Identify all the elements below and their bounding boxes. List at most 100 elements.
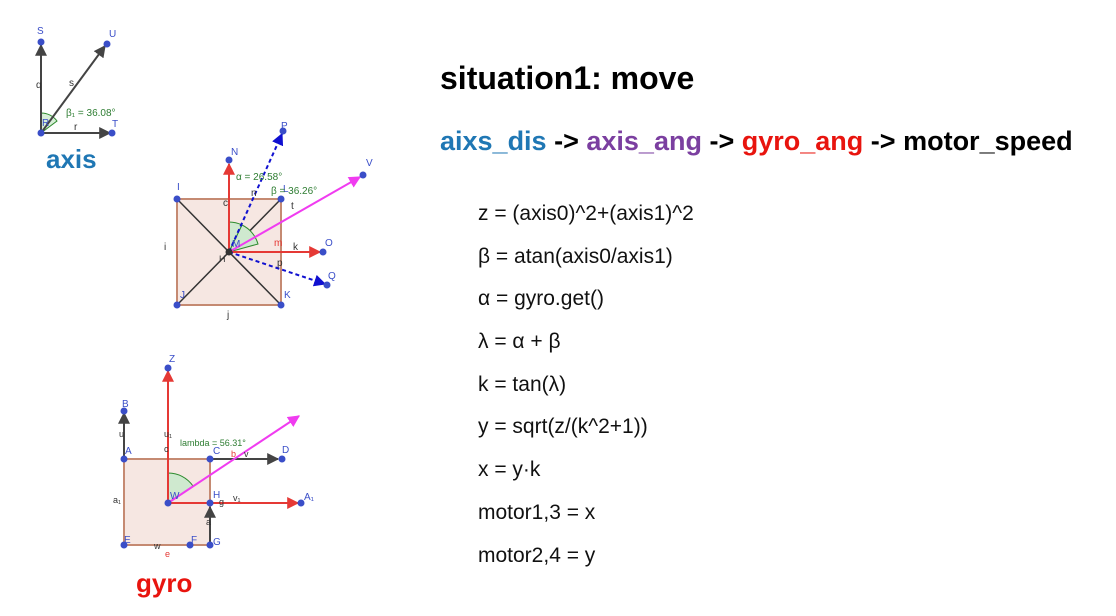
label-w-side: w bbox=[153, 541, 161, 551]
label-e-side: e bbox=[165, 549, 170, 559]
label-e: E bbox=[124, 535, 131, 546]
label-d: D bbox=[282, 445, 289, 456]
point-w bbox=[164, 499, 172, 507]
label-r-vector: r bbox=[74, 122, 78, 133]
point-r bbox=[37, 129, 45, 137]
pipeline-item-motor-speed: motor_speed bbox=[903, 126, 1073, 156]
geometry-diagrams: S U R T q s r β₁ = 36.08° N P V I L J bbox=[35, 26, 373, 559]
label-a-vector: a bbox=[206, 517, 211, 527]
label-a: A bbox=[125, 446, 132, 457]
label-i: I bbox=[177, 182, 180, 193]
label-u: U bbox=[109, 29, 116, 40]
pipeline-arrow: -> bbox=[870, 126, 896, 156]
label-w: W bbox=[170, 491, 180, 502]
vector-t bbox=[228, 176, 362, 253]
label-v: V bbox=[366, 158, 373, 169]
equation-line: z = (axis0)^2+(axis1)^2 bbox=[478, 202, 694, 225]
label-a1: A₁ bbox=[304, 492, 315, 503]
point-v bbox=[359, 171, 367, 179]
label-t: T bbox=[112, 119, 118, 130]
point-g bbox=[206, 541, 214, 549]
label-n: N bbox=[231, 147, 238, 158]
angle-lambda-label: lambda = 56.31° bbox=[180, 438, 246, 448]
point-n bbox=[225, 156, 233, 164]
label-u: u bbox=[119, 429, 124, 439]
point-e bbox=[120, 541, 128, 549]
label-c: c bbox=[223, 198, 228, 209]
label-q: Q bbox=[328, 271, 336, 282]
point-b bbox=[120, 407, 128, 415]
equation-line: x = y·k bbox=[478, 458, 541, 482]
label-a1-side: a₁ bbox=[113, 495, 121, 505]
equation-line: β = atan(axis0/axis1) bbox=[478, 244, 673, 268]
point-f bbox=[186, 541, 194, 549]
label-z: Z bbox=[169, 354, 175, 365]
point-k bbox=[277, 301, 285, 309]
point-l bbox=[277, 195, 285, 203]
label-b-vector: b bbox=[231, 449, 236, 459]
pipeline-item-aixs-dis: aixs_dis bbox=[440, 126, 547, 156]
point-t bbox=[108, 129, 116, 137]
label-v1: v₁ bbox=[233, 493, 241, 503]
point-z bbox=[164, 364, 172, 372]
label-q: q bbox=[36, 80, 42, 91]
vector-n bbox=[228, 132, 284, 253]
label-s-vector: s bbox=[69, 78, 74, 89]
label-u1: u₁ bbox=[164, 429, 172, 439]
page-title: situation1: move bbox=[440, 60, 695, 96]
point-a bbox=[120, 455, 128, 463]
label-v: v bbox=[244, 449, 249, 459]
label-r: R bbox=[42, 118, 49, 129]
equation-line: motor1,3 = x bbox=[478, 500, 596, 524]
label-j: J bbox=[180, 290, 185, 301]
point-i bbox=[173, 195, 181, 203]
label-t: t bbox=[291, 201, 294, 212]
label-m-point: M bbox=[232, 239, 240, 250]
point-o bbox=[319, 248, 327, 256]
point-a1 bbox=[297, 499, 305, 507]
pipeline-item-gyro-ang: gyro_ang bbox=[741, 126, 864, 156]
middle-diagram: N P V I L J K O Q M H i j c n t m k p α … bbox=[164, 121, 373, 321]
equation-line: λ = α + β bbox=[478, 330, 561, 354]
pipeline-item-axis-ang: axis_ang bbox=[586, 126, 702, 156]
point-center bbox=[225, 248, 233, 256]
angle-beta1-label: β₁ = 36.08° bbox=[66, 108, 116, 119]
vector-lambda bbox=[167, 415, 300, 504]
label-c-vector: c bbox=[164, 444, 169, 454]
label-n-vector: n bbox=[251, 188, 257, 199]
label-p-vector: p bbox=[277, 258, 283, 269]
label-h: H bbox=[219, 254, 226, 264]
angle-beta-label: β = 36.26° bbox=[271, 186, 317, 197]
point-h bbox=[206, 499, 214, 507]
angle-alpha-label: α = 26.58° bbox=[236, 172, 282, 183]
point-j bbox=[173, 301, 181, 309]
label-m: m bbox=[274, 238, 282, 249]
vector-p bbox=[228, 251, 327, 287]
label-f: F bbox=[191, 535, 197, 546]
label-g-vector: g bbox=[219, 497, 224, 507]
equation-line: α = gyro.get() bbox=[478, 287, 604, 311]
label-c: C bbox=[213, 446, 220, 457]
pipeline-flow: aixs_dis -> axis_ang -> gyro_ang -> moto… bbox=[440, 126, 1073, 157]
label-o: O bbox=[325, 238, 333, 249]
equation-list: z = (axis0)^2+(axis1)^2 β = atan(axis0/a… bbox=[478, 199, 694, 583]
label-j-side: j bbox=[226, 310, 229, 321]
point-s bbox=[37, 38, 45, 46]
label-g: G bbox=[213, 537, 221, 548]
axis-diagram-title: axis bbox=[46, 144, 97, 174]
point-c bbox=[206, 455, 214, 463]
pipeline-arrow: -> bbox=[709, 126, 735, 156]
label-h: H bbox=[213, 490, 220, 501]
label-s: S bbox=[37, 26, 44, 37]
label-l: L bbox=[283, 184, 289, 195]
point-u bbox=[103, 40, 111, 48]
label-i-side: i bbox=[164, 242, 166, 253]
label-b: B bbox=[122, 399, 129, 410]
point-q bbox=[323, 281, 331, 289]
gyro-diagram: Z B A C D W H A₁ E F G u u₁ c b v v₁ g a… bbox=[113, 354, 315, 559]
equation-line: y = sqrt(z/(k^2+1)) bbox=[478, 415, 648, 439]
axis-diagram: S U R T q s r β₁ = 36.08° bbox=[35, 26, 118, 139]
pipeline-arrow: -> bbox=[554, 126, 579, 156]
point-d bbox=[278, 455, 286, 463]
vector-s bbox=[40, 45, 106, 134]
